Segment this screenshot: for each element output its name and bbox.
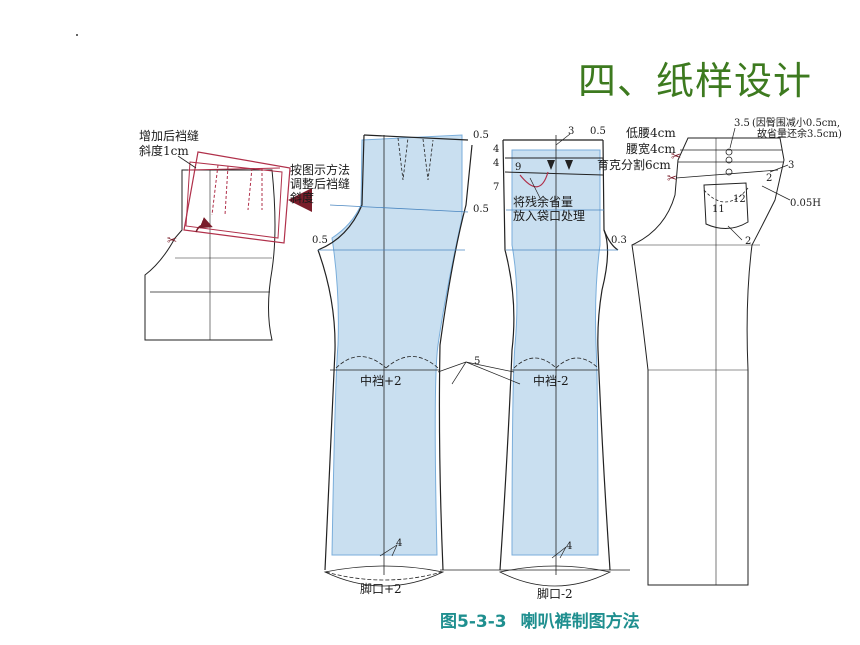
front-pattern: 0.5 0.5 0.5 中裆+2 5 4 脚口+2 <box>312 130 489 596</box>
back-crotch-curve <box>603 229 619 251</box>
right-low-waist: 低腰4cm <box>626 126 676 140</box>
back-measure-3: 3 <box>568 126 574 137</box>
right-leader-2b <box>727 225 743 241</box>
back-yoke-line <box>504 171 604 176</box>
back-pocket-curve <box>519 171 549 188</box>
right-leader-3 <box>769 164 789 173</box>
back-knee-arc-right <box>555 357 599 369</box>
front-hem-arc-dashed <box>325 571 443 581</box>
front-hem-flare: 4 <box>396 538 402 549</box>
right-measure-2b: 2 <box>745 236 751 247</box>
front-knee-arc-left <box>335 356 387 369</box>
note-adjust-line2: 调整后裆缝 <box>290 176 350 191</box>
back-note-dart-line1: 将残余省量 <box>513 194 573 209</box>
right-note-hip-line2: 故省量还余3.5cm) <box>757 127 842 140</box>
back-dart-triangle-1 <box>547 160 555 170</box>
front-waistline <box>363 134 469 141</box>
right-note-35: 3.5 <box>734 118 750 129</box>
right-measure-3: 3 <box>788 160 794 171</box>
front-measure-hip: 0.5 <box>473 204 489 215</box>
right-back-pocket <box>703 182 749 229</box>
right-panel-yoke-detail: ✂ ✂ 低腰4cm 腰宽4cm 育克分割6cm 3.5 (因臀围减小0.5cm,… <box>597 117 842 586</box>
front-hem-label: 脚口+2 <box>360 581 402 596</box>
back-dart-triangle-2 <box>565 160 573 170</box>
front-knee-flare: 5 <box>474 356 480 367</box>
front-hem-arc <box>323 565 445 587</box>
left-seam-leader <box>177 155 197 169</box>
front-outseam <box>317 249 336 571</box>
left-dart-2 <box>224 165 229 216</box>
decorative-dot <box>76 34 78 36</box>
figure-caption: 图5-3-3 喇叭裤制图方法 <box>440 610 700 634</box>
right-button-icon-2 <box>725 156 733 164</box>
right-leader-005h <box>761 185 791 201</box>
right-measure-11: 11 <box>712 204 725 215</box>
left-yoke-top-red <box>187 167 281 171</box>
front-hem-leader-2 <box>391 544 398 557</box>
left-rotation-arrow <box>195 217 213 233</box>
left-dart-3 <box>247 167 253 211</box>
front-knee-leader-1 <box>437 361 467 373</box>
right-scissors-icon-1: ✂ <box>671 149 681 163</box>
back-measure-03: 0.3 <box>611 235 627 246</box>
back-measure-4a: 4 <box>493 144 499 155</box>
left-rotated-yoke-outer <box>183 151 291 244</box>
note-adjust-line3: 斜度 <box>290 190 314 205</box>
back-knee-arc-left <box>513 357 557 369</box>
right-measure-2a: 2 <box>766 173 772 184</box>
front-crotch-curve <box>317 134 365 251</box>
back-knee-label: 中裆-2 <box>533 373 569 388</box>
left-body-outline <box>144 169 276 341</box>
back-measure-05: 0.5 <box>590 126 606 137</box>
front-dart-1 <box>397 137 409 181</box>
back-knee-leader-1 <box>465 361 515 373</box>
right-button-icon-3 <box>725 168 733 176</box>
back-inseam <box>597 139 611 571</box>
left-scissors-icon: ✂ <box>167 233 177 247</box>
back-hem-leader-2 <box>559 546 567 559</box>
back-measure-9: 9 <box>515 162 521 173</box>
front-hem-leader-1 <box>379 544 398 557</box>
right-scissors-icon-2: ✂ <box>667 171 677 185</box>
note-adjust-line1: 按图示方法 <box>290 162 350 177</box>
figure-number: 图5-3-3 <box>440 612 507 632</box>
back-outseam <box>499 139 515 571</box>
left-dart-1 <box>211 164 219 216</box>
back-note-leader <box>529 177 541 199</box>
back-hem-leader-1 <box>551 546 567 559</box>
note-back-seam-line2: 斜度1cm <box>139 143 189 158</box>
right-pocket-arc <box>703 187 749 203</box>
front-knee-label: 中裆+2 <box>360 373 402 388</box>
front-dart-2 <box>422 138 434 181</box>
right-waist-width: 腰宽4cm <box>626 141 676 156</box>
back-measure-7: 7 <box>493 182 499 193</box>
right-leader-35 <box>729 127 736 149</box>
front-inseam <box>438 144 473 571</box>
front-measure-top: 0.5 <box>473 130 489 141</box>
right-measure-12: 12 <box>733 194 746 205</box>
back-knee-leader-2 <box>465 361 521 385</box>
front-measure-side: 0.5 <box>312 235 328 246</box>
back-hem-arc <box>498 565 612 587</box>
left-panel-back-seam-detail: ✂ 增加后裆缝 斜度1cm 按图示方法 调整后裆缝 斜度 <box>139 128 350 341</box>
front-knee-leader-2 <box>451 361 467 385</box>
back-3-leader <box>555 133 571 146</box>
right-note-hip-line1: (因臀围减小0.5cm, <box>752 117 840 129</box>
right-body-outline <box>631 137 785 586</box>
front-pattern-fill <box>331 134 463 556</box>
back-hem-label: 脚口-2 <box>537 586 573 601</box>
slide-title: 四、纸样设计 <box>578 59 813 103</box>
right-measure-005h: 0.05H <box>790 198 821 209</box>
figure-title: 喇叭裤制图方法 <box>520 612 640 632</box>
right-button-icon-1 <box>725 148 733 156</box>
back-hem-flare: 4 <box>566 541 572 552</box>
right-yoke-split: 育克分割6cm <box>597 157 671 172</box>
back-pattern: 3 0.5 4 4 7 9 将残余省量 放入袋口处理 0.3 中裆-2 4 脚口… <box>440 126 630 601</box>
note-back-seam-line1: 增加后裆缝 <box>139 128 199 143</box>
front-hip-line <box>329 204 469 213</box>
back-measure-4b: 4 <box>493 158 499 169</box>
back-note-dart-line2: 放入袋口处理 <box>513 208 585 223</box>
